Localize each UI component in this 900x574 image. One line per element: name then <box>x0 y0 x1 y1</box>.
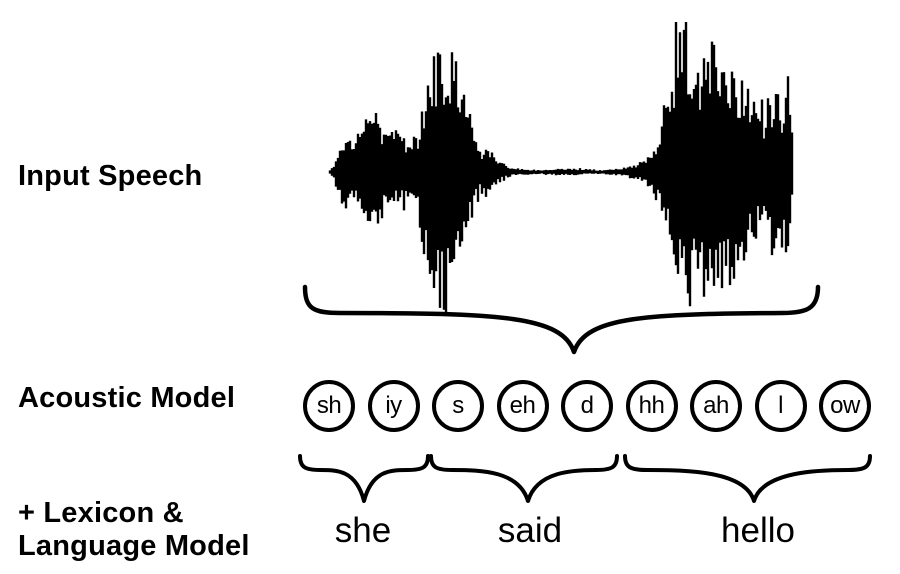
waveform-to-phonemes-brace <box>302 284 821 355</box>
phoneme-label: l <box>778 392 783 419</box>
acoustic-model-label: Acoustic Model <box>18 382 236 414</box>
lexicon-label-line2: Language Model <box>18 530 250 562</box>
phoneme-circle-l: l <box>754 380 807 432</box>
phoneme-circle-eh: eh <box>496 380 549 432</box>
phoneme-label: iy <box>385 392 402 419</box>
word-said: said <box>497 511 563 550</box>
phoneme-label: ah <box>703 392 729 419</box>
input-speech-label: Input Speech <box>18 160 203 192</box>
word-brace-hello <box>623 454 872 503</box>
phoneme-circle-hh: hh <box>625 380 678 432</box>
word-hello: hello <box>721 511 795 550</box>
lexicon-language-model-label: + Lexicon & Language Model <box>18 497 250 563</box>
word-brace-said <box>429 454 619 503</box>
phoneme-label: hh <box>638 392 665 419</box>
word-she: she <box>334 511 392 550</box>
phoneme-label: sh <box>316 392 342 419</box>
phoneme-label: ow <box>830 392 860 419</box>
word-brace-she <box>298 454 430 503</box>
phoneme-circle-sh: sh <box>303 380 355 432</box>
phoneme-label: d <box>580 392 594 419</box>
phoneme-circle-ah: ah <box>690 380 742 432</box>
phoneme-circle-s: s <box>432 380 484 432</box>
lexicon-label-line1: + Lexicon & <box>18 497 184 529</box>
phoneme-circle-ow: ow <box>819 380 871 432</box>
phoneme-circle-d: d <box>561 380 613 432</box>
phoneme-circle-iy: iy <box>367 380 420 432</box>
phoneme-label: s <box>452 392 464 419</box>
speech-waveform <box>328 22 794 312</box>
phoneme-label: eh <box>509 392 536 419</box>
